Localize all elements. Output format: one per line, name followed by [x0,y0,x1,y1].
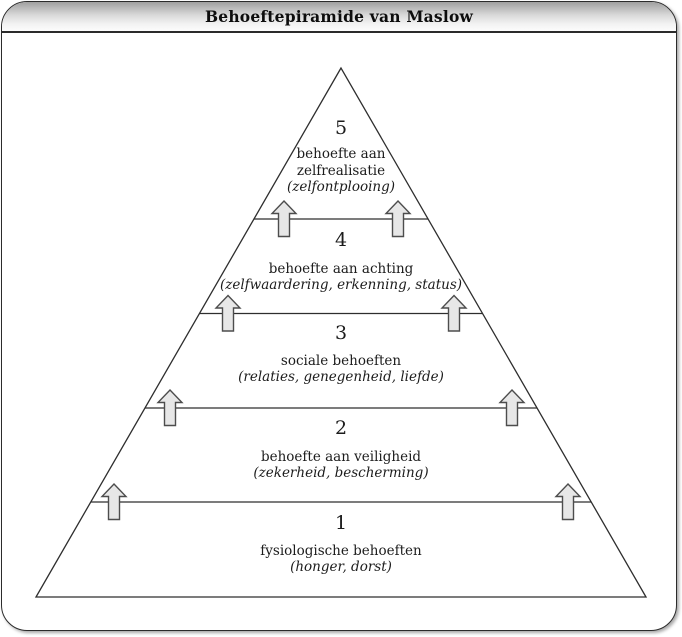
pyramid-level-5-detail: (zelfontplooing) [286,179,396,195]
pyramid-outline [34,66,648,598]
pyramid-level-3-number: 3 [334,322,348,344]
pyramid-level-5-number: 5 [334,117,348,139]
pyramid-level-2-label: behoefte aan veiligheid [260,449,422,465]
pyramid-level-4-detail: (zelfwaardering, erkenning, status) [219,277,463,293]
pyramid-level-1-detail: (honger, dorst) [290,559,392,575]
page-title: Behoeftepiramide van Maslow [204,7,474,26]
pyramid-level-4-number: 4 [334,229,348,251]
pyramid-level-2-detail: (zekerheid, bescherming) [253,465,429,481]
pyramid-level-3-label: sociale behoeften [280,353,402,369]
pyramid-level-1-label: fysiologische behoeften [260,543,422,559]
pyramid-level-2-number: 2 [334,417,348,439]
title-bar: Behoeftepiramide van Maslow [2,2,676,33]
pyramid-level-3-detail: (relaties, genegenheid, liefde) [238,369,444,385]
pyramid-level-4-label: behoefte aan achting [268,261,414,277]
pyramid-level-1-number: 1 [334,512,348,534]
pyramid-level-5-label: behoefte aan zelfrealisatie [296,146,386,179]
